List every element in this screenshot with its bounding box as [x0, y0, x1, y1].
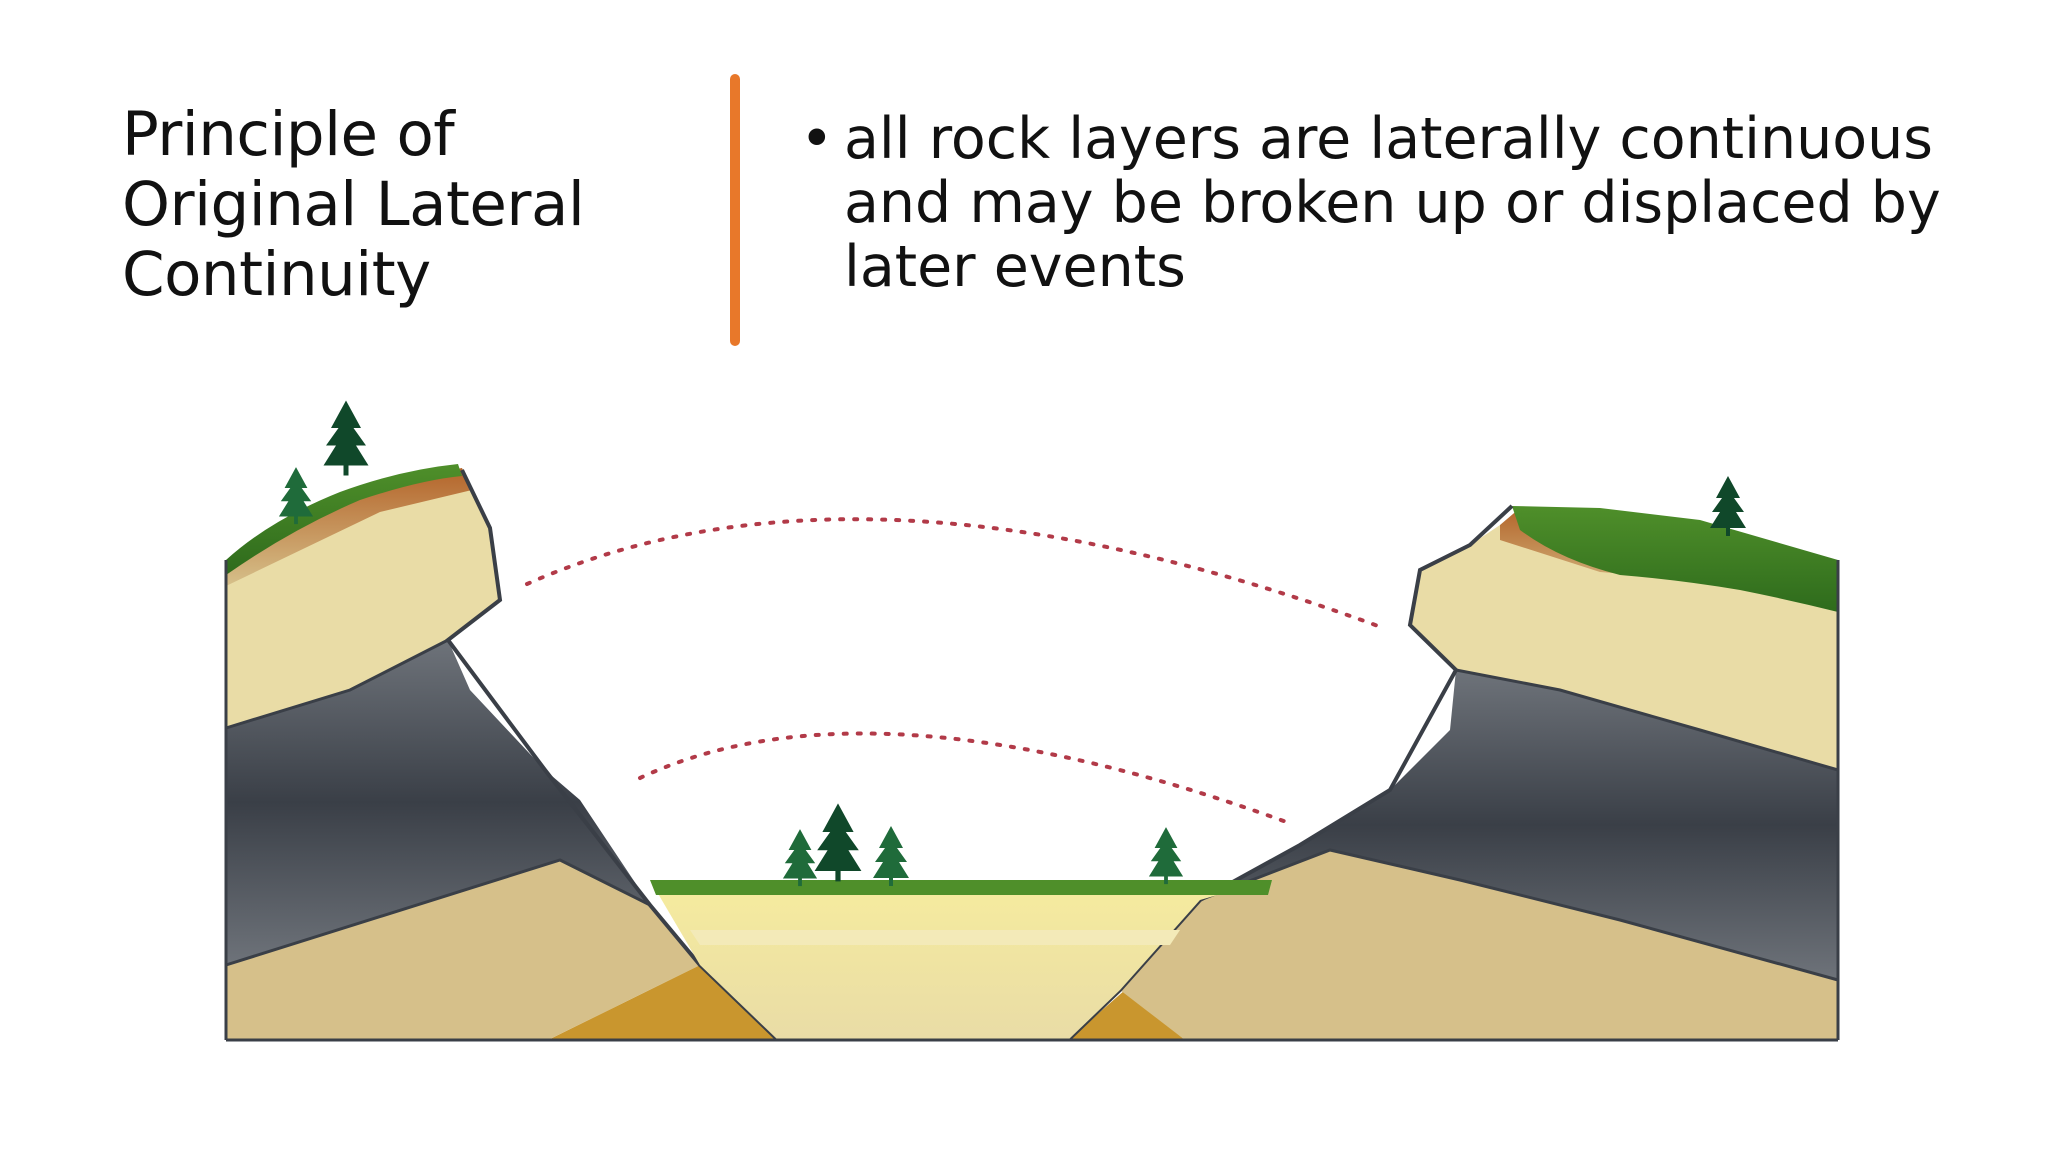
right-lower-tan-layer — [1120, 850, 1838, 1040]
title-line-2: Original Lateral — [122, 169, 585, 240]
valley-sediment-stripe — [690, 930, 1180, 945]
right-rock-block — [1066, 504, 1839, 1042]
left-layer-boundary-lower — [225, 858, 651, 967]
valley-fill — [650, 880, 1272, 1040]
tree-icon — [873, 826, 909, 886]
tree-icon — [1148, 827, 1184, 885]
left-fault-line — [445, 469, 780, 1042]
left-layer-boundary-upper — [225, 638, 449, 730]
right-layer-boundary-lower — [1199, 848, 1839, 982]
tree-icon — [323, 400, 369, 476]
right-grass-layer — [1512, 506, 1838, 612]
bullet-line-1: all rock layers are laterally continuous — [844, 106, 1933, 172]
right-shale-layer — [1200, 670, 1838, 980]
slide-title: Principle of Original Lateral Continuity — [122, 100, 682, 310]
bullet-text: all rock layers are laterally continuous… — [844, 107, 1974, 299]
valley-grass — [650, 880, 1272, 895]
valley-sediment — [650, 880, 1270, 1040]
left-soil-layer — [226, 468, 472, 586]
title-line-1: Principle of — [122, 99, 455, 170]
left-rock-block — [225, 464, 780, 1042]
bullet-marker: • — [800, 106, 834, 172]
tree-icon — [278, 467, 314, 525]
bullet-line-2: and may be broken up or displaced by — [844, 170, 1941, 236]
upper-continuity-connector — [525, 517, 1380, 628]
right-ochre-layer — [1068, 990, 1185, 1040]
lower-continuity-connector — [638, 731, 1294, 826]
right-layer-boundary-upper — [1455, 668, 1839, 772]
left-ochre-layer — [548, 965, 778, 1040]
tree-icon — [782, 829, 818, 887]
accent-divider — [730, 74, 740, 346]
bullet-line-3: later events — [844, 234, 1186, 300]
left-shale-layer — [226, 640, 650, 965]
left-grass-layer — [226, 464, 462, 575]
tree-icon — [1710, 476, 1746, 536]
left-lower-tan-layer — [226, 860, 700, 1040]
left-sand-layer — [226, 470, 500, 728]
tree-icon — [814, 803, 862, 882]
title-line-3: Continuity — [122, 239, 431, 310]
